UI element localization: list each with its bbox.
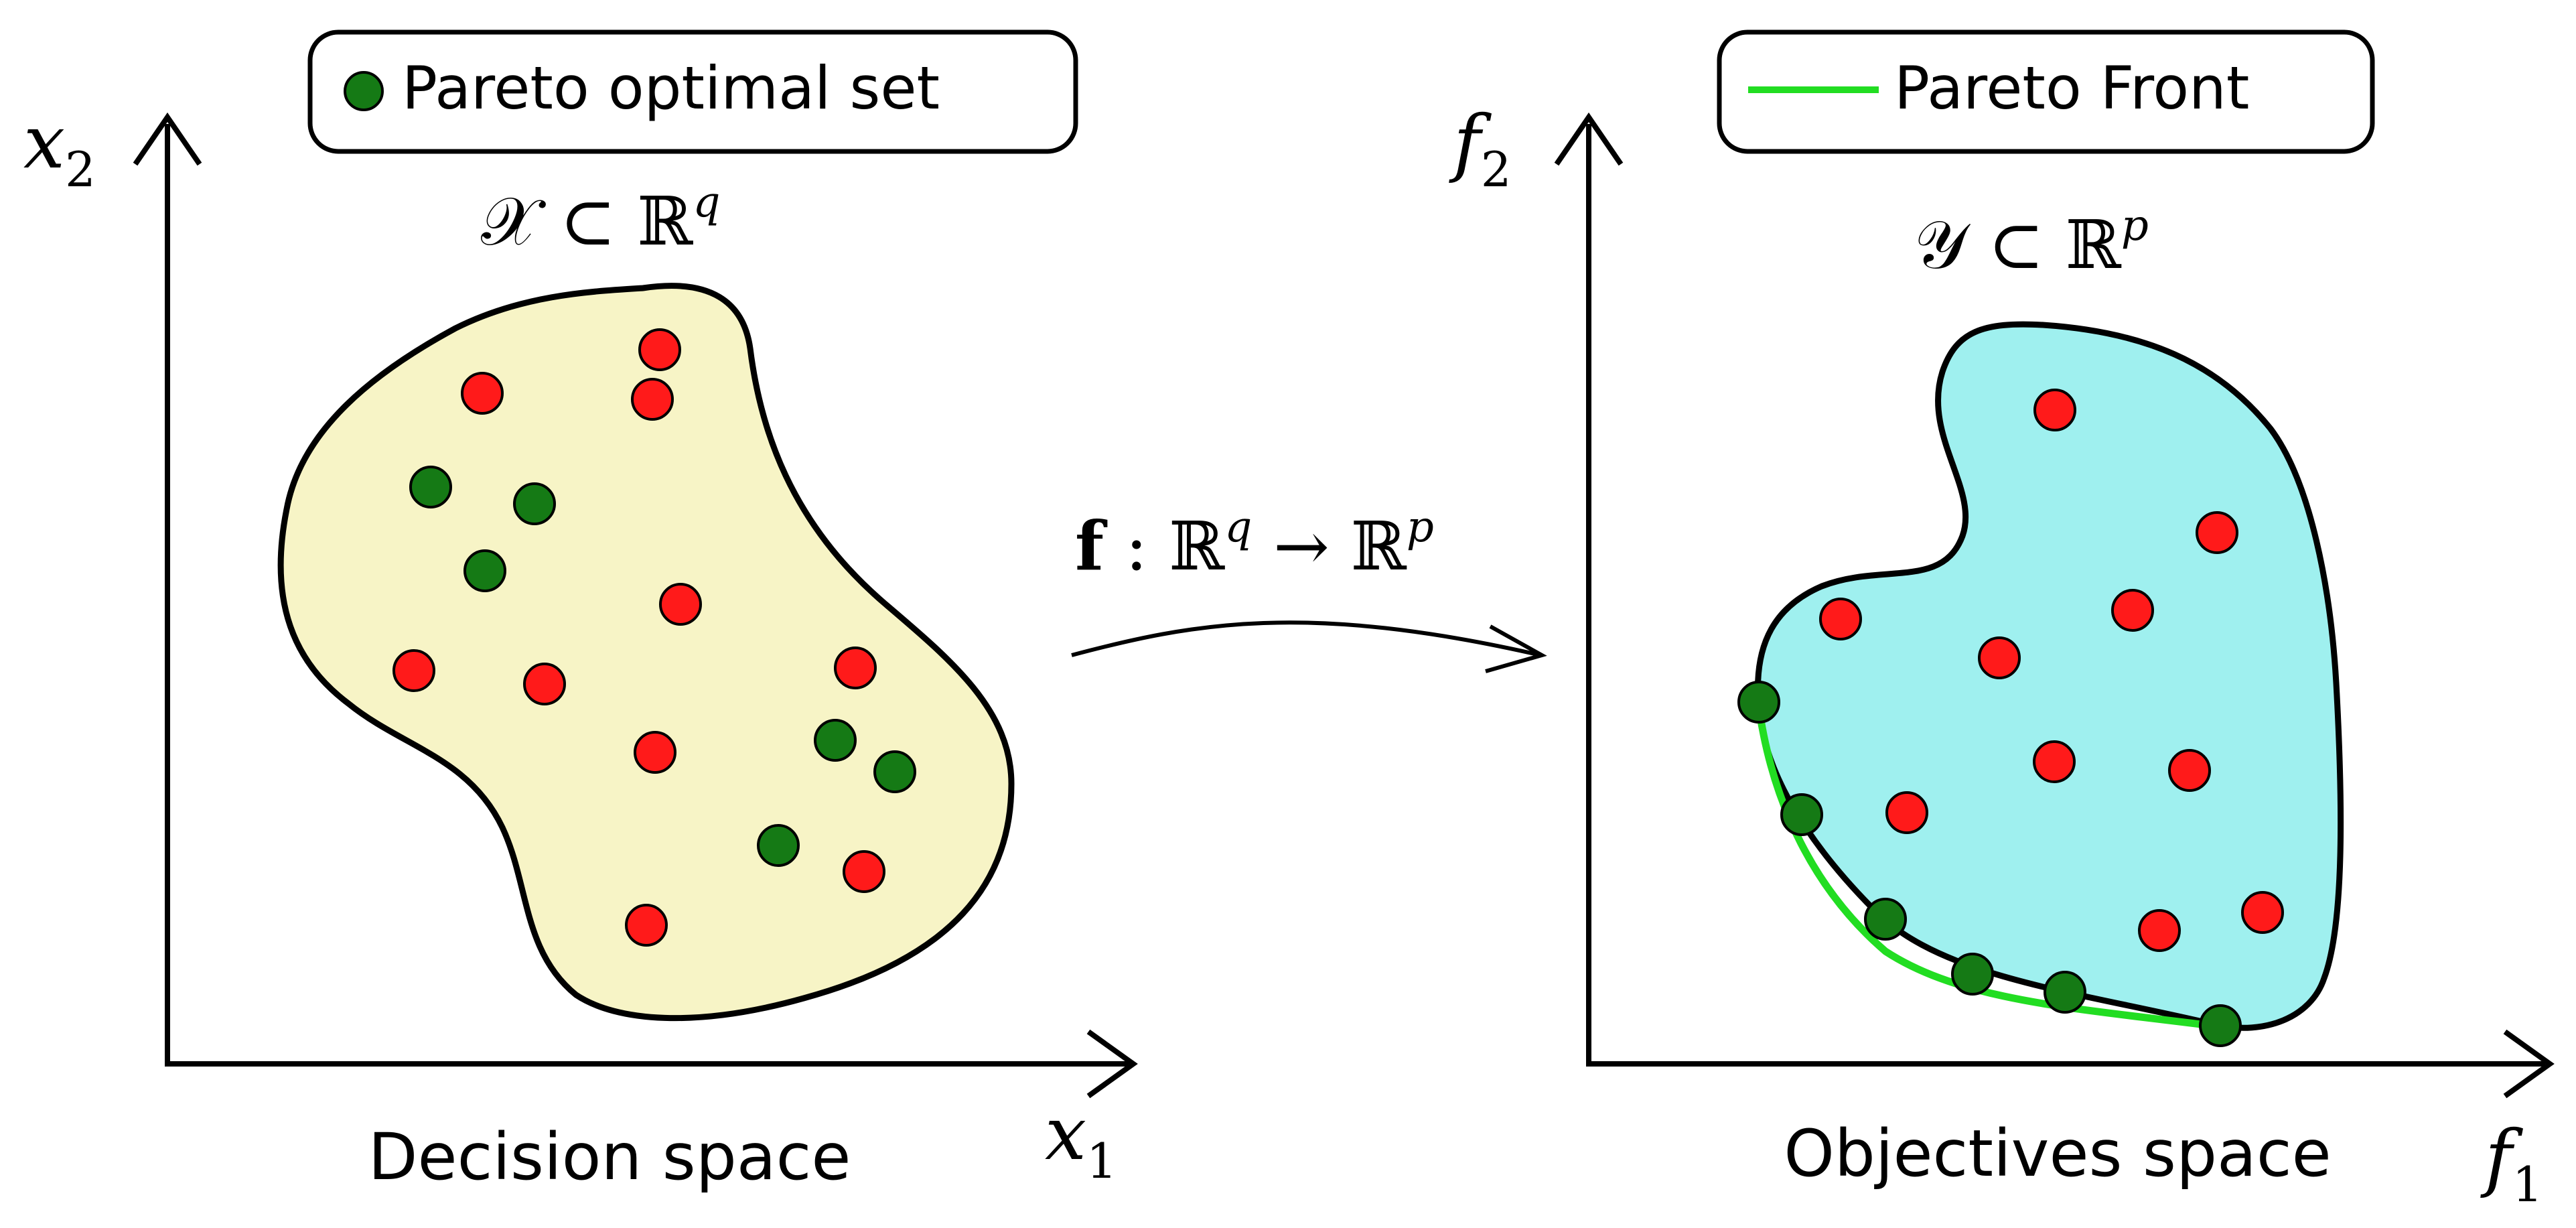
decision-set-label: 𝒳 ⊂ ℝq (481, 178, 720, 261)
dominated-point (1885, 791, 1928, 834)
legend-box (307, 29, 1078, 154)
dominated-point (638, 328, 681, 371)
dominated-point (2168, 749, 2211, 792)
legend-box (1717, 29, 2375, 154)
pareto-point (757, 824, 800, 867)
objective-x-arrowhead (2503, 1029, 2555, 1099)
dominated-point (2138, 909, 2181, 952)
dominated-point (523, 663, 566, 705)
legend-label: Pareto Front (1894, 54, 2249, 123)
objective-y-arrowhead (1554, 112, 1624, 166)
objectives-space-caption: Objectives space (1784, 1116, 2331, 1191)
objective-set-label: 𝒴 ⊂ ℝp (1914, 201, 2149, 284)
decision-y-axis-label: x2 (23, 99, 96, 198)
pareto-point (1780, 793, 1823, 836)
dominated-point (2196, 511, 2238, 554)
mapping-arrow (1071, 620, 1541, 657)
decision-y-arrowhead (133, 112, 202, 166)
pareto-point (2199, 1004, 2242, 1047)
dominated-point (2033, 740, 2076, 783)
dominated-point (2111, 589, 2154, 632)
pareto-point (1951, 953, 1994, 996)
pareto-front-curve (1754, 701, 2218, 1030)
legend-pareto-point-icon (344, 71, 384, 111)
mapping-label: f : ℝq → ℝp (1075, 502, 1434, 586)
legend-pareto-front: Pareto Front (1717, 29, 2375, 154)
dominated-point (1819, 598, 1862, 640)
decision-space-panel: Pareto optimal set 𝒳 ⊂ ℝq x2 x1 Decision… (23, 29, 1138, 1195)
objective-region (1754, 321, 2344, 1031)
mapping-function: f : ℝq → ℝp (1071, 502, 1547, 673)
dominated-point (2033, 389, 2076, 431)
dominated-point (2241, 891, 2284, 934)
dominated-point (461, 372, 504, 415)
dominated-point (1978, 636, 2021, 679)
objective-y-axis-label: f2 (1449, 99, 1512, 198)
mapping-arrowhead (1485, 624, 1547, 673)
dominated-point (625, 904, 668, 947)
pareto-point (2044, 971, 2086, 1014)
decision-region (277, 283, 1015, 1022)
pareto-point (814, 719, 857, 762)
dominated-point (392, 649, 435, 692)
objectives-space-panel: Pareto Front 𝒴 ⊂ ℝp f2 f1 Objectives spa… (1449, 29, 2555, 1213)
pareto-point (1737, 681, 1780, 724)
pareto-point (1864, 898, 1907, 941)
pareto-point (463, 549, 506, 592)
dominated-point (659, 583, 702, 626)
decision-x-arrowhead (1086, 1029, 1138, 1099)
decision-x-axis-label: x1 (1045, 1091, 1117, 1189)
pareto-point (513, 482, 556, 525)
dominated-point (634, 731, 676, 774)
decision-space-caption: Decision space (368, 1119, 851, 1195)
dominated-point (843, 850, 885, 893)
pareto-point (873, 750, 916, 793)
dominated-point (631, 378, 674, 421)
legend-label: Pareto optimal set (402, 54, 940, 123)
pareto-point (409, 466, 452, 508)
legend-pareto-optimal-set: Pareto optimal set (307, 29, 1078, 154)
objective-points (1737, 389, 2284, 1047)
decision-points (392, 328, 916, 947)
dominated-point (834, 646, 877, 689)
objective-x-axis-label: f1 (2480, 1114, 2543, 1213)
